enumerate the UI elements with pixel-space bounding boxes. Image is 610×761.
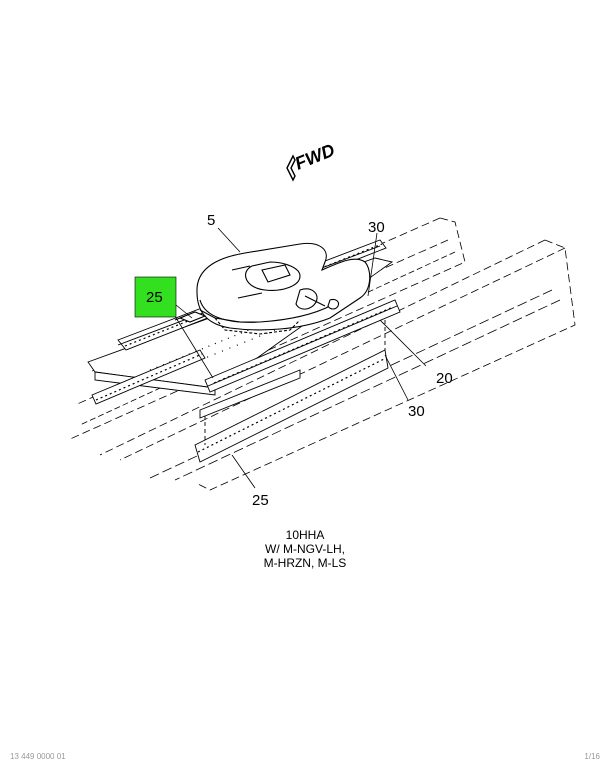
fwd-label: FWD	[292, 140, 337, 174]
slider-rack-teeth	[124, 243, 394, 384]
callout-highlight-box[interactable]	[134, 276, 177, 318]
footer-left-code: 13 449 0000 01	[10, 752, 66, 761]
callout-25-highlighted[interactable]: 25	[146, 289, 163, 306]
leader-lines	[169, 227, 427, 489]
callout-30-bottom[interactable]: 30	[408, 403, 425, 420]
fwd-arrow-icon	[286, 154, 296, 182]
mounting-bracket-left	[91, 349, 206, 405]
callout-30-top[interactable]: 30	[368, 219, 385, 236]
callout-5[interactable]: 5	[207, 212, 215, 229]
callout-20[interactable]: 20	[436, 370, 453, 387]
caption-line-1: 10HHA	[285, 528, 325, 542]
support-plate	[199, 369, 301, 419]
frame-rail-right	[99, 239, 576, 491]
footer-right-code: 1/16	[584, 752, 600, 761]
callout-25-bottom[interactable]: 25	[252, 492, 269, 509]
fwd-direction-marker: FWD	[286, 140, 337, 182]
caption-line-2: W/ M-NGV-LH,	[265, 542, 345, 556]
angle-bracket-right	[194, 320, 389, 463]
caption-line-3: M-HRZN, M-LS	[263, 556, 347, 570]
diagram-caption: 10HHA W/ M-NGV-LH, M-HRZN, M-LS	[0, 528, 610, 570]
fifth-wheel-assembly	[174, 242, 371, 335]
